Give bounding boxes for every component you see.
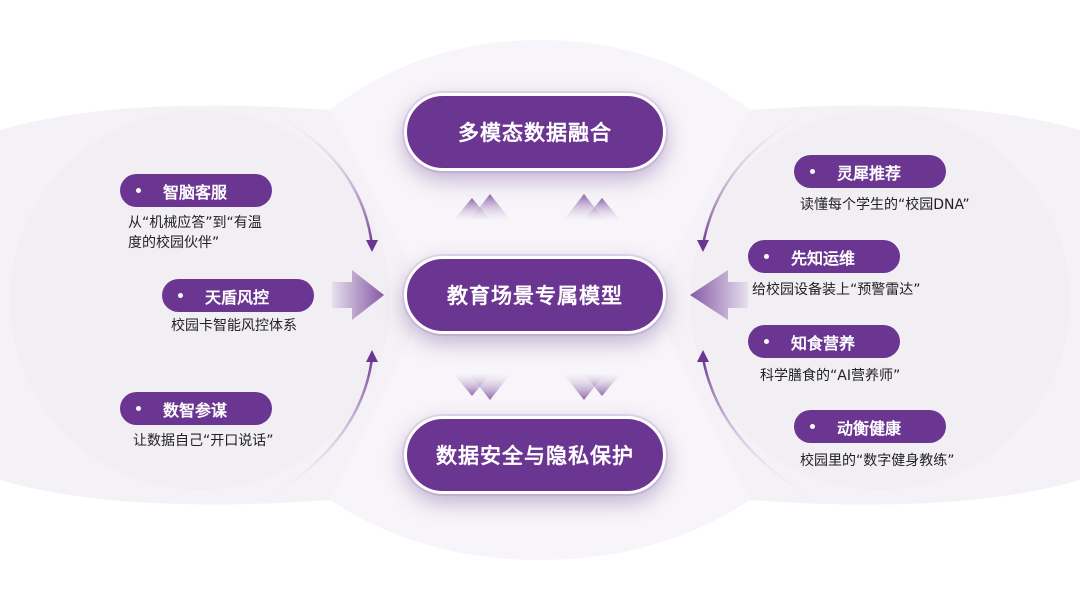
right-feature-0: 灵犀推荐 [794, 155, 946, 188]
bullet-dot-icon [764, 339, 769, 344]
left-feature-desc: 校园卡智能风控体系 [171, 316, 297, 336]
right-feature-desc: 科学膳食的“AI营养师” [760, 366, 900, 386]
right-feature-label: 知食营养 [791, 333, 856, 353]
center-middle-node: 教育场景专属模型 [404, 256, 666, 334]
left-feature-2: 数智参谋 [120, 392, 272, 425]
right-feature-desc: 校园里的“数字健身教练” [800, 451, 955, 471]
center-bottom-label: 数据安全与隐私保护 [436, 444, 634, 468]
left-feature-label: 智脑客服 [163, 182, 228, 202]
center-bottom-node: 数据安全与隐私保护 [404, 416, 666, 494]
desc-line: 从“机械应答”到“有温 [128, 215, 262, 231]
desc-line: 校园卡智能风控体系 [171, 318, 297, 334]
desc-line: 科学膳食的“AI营养师” [760, 368, 901, 384]
right-feature-label: 动衡健康 [837, 418, 902, 438]
bullet-dot-icon [764, 254, 769, 259]
bullet-dot-icon [178, 293, 183, 298]
right-feature-label: 先知运维 [791, 248, 856, 268]
bullet-dot-icon [810, 424, 815, 429]
center-middle-label: 教育场景专属模型 [447, 284, 623, 308]
desc-line: 让数据自己“开口说话” [133, 433, 274, 449]
center-top-node: 多模态数据融合 [404, 93, 666, 171]
bullet-dot-icon [136, 406, 141, 411]
center-top-label: 多模态数据融合 [458, 121, 612, 145]
right-feature-label: 灵犀推荐 [837, 163, 902, 183]
right-feature-2: 知食营养 [748, 325, 900, 358]
desc-line: 读懂每个学生的“校园DNA” [800, 197, 970, 213]
right-feature-desc: 给校园设备装上“预警雷达” [752, 280, 921, 300]
bullet-dot-icon [810, 169, 815, 174]
desc-line: 度的校园伙伴” [128, 235, 220, 251]
left-feature-label: 数智参谋 [163, 400, 228, 420]
bullet-dot-icon [136, 188, 141, 193]
right-feature-desc: 读懂每个学生的“校园DNA” [800, 195, 970, 215]
right-feature-1: 先知运维 [748, 240, 900, 273]
desc-line: 给校园设备装上“预警雷达” [752, 282, 921, 298]
left-feature-label: 天盾风控 [205, 287, 270, 307]
left-feature-desc: 从“机械应答”到“有温 度的校园伙伴” [128, 213, 262, 253]
left-feature-desc: 让数据自己“开口说话” [133, 431, 274, 451]
left-feature-0: 智脑客服 [120, 174, 272, 207]
desc-line: 校园里的“数字健身教练” [800, 453, 955, 469]
left-feature-1: 天盾风控 [162, 279, 314, 312]
right-feature-3: 动衡健康 [794, 410, 946, 443]
